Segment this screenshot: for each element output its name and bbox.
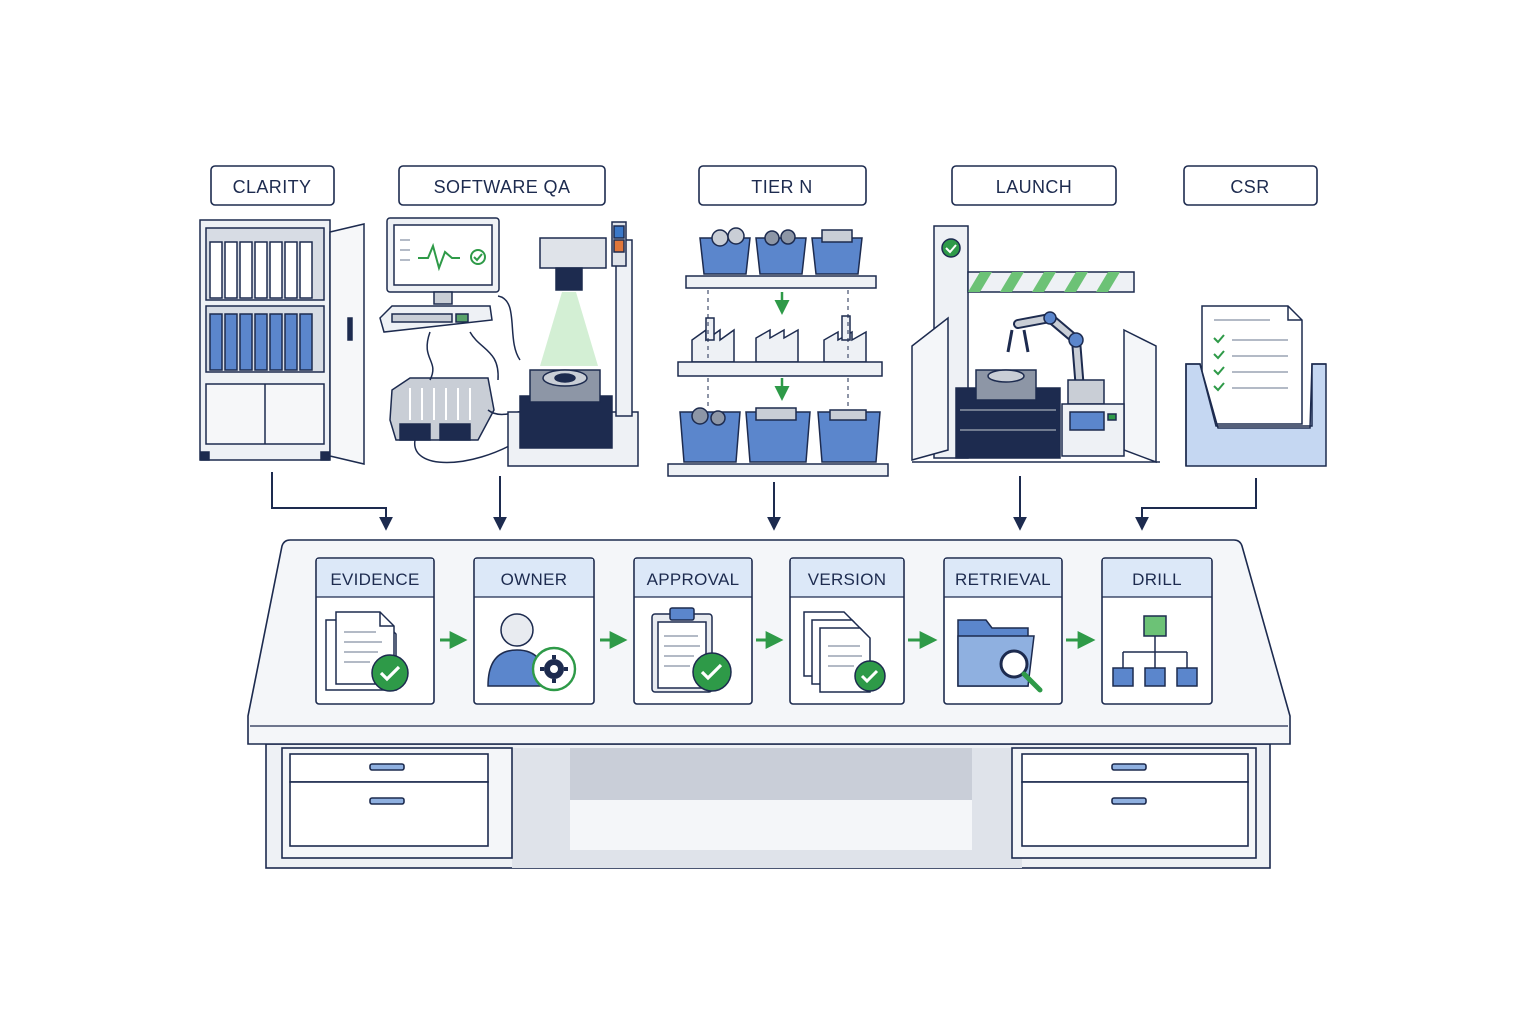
source-launch-label: LAUNCH (996, 177, 1072, 197)
stage-approval: APPROVAL (633, 557, 753, 705)
stage-owner: OWNER (473, 557, 595, 705)
source-csr: CSR (1183, 165, 1318, 206)
connector-csr (1135, 478, 1257, 531)
stage-retrieval: RETRIEVAL (943, 557, 1063, 705)
source-csr-label: CSR (1230, 177, 1269, 197)
stage-drill: DRILL (1101, 557, 1213, 705)
source-software-qa: SOFTWARE QA (398, 165, 606, 206)
stage-approval-label: APPROVAL (647, 570, 740, 589)
source-tier-n: TIER N (698, 165, 867, 206)
hierarchy-icon (1112, 615, 1198, 687)
source-clarity: CLARITY (210, 165, 335, 206)
source-launch: LAUNCH (951, 165, 1117, 206)
stage-version-label: VERSION (808, 570, 887, 589)
source-clarity-label: CLARITY (233, 177, 312, 197)
document-check-icon (325, 611, 409, 692)
source-connectors (271, 472, 1257, 531)
stage-evidence-label: EVIDENCE (330, 570, 419, 589)
document-tray-icon (1185, 305, 1327, 467)
stage-owner-label: OWNER (501, 570, 568, 589)
user-gear-icon (487, 613, 577, 692)
clipboard-check-icon (651, 607, 732, 693)
source-tier-n-label: TIER N (751, 177, 812, 197)
connector-clarity (271, 472, 393, 531)
supplier-shelves-icon (667, 227, 889, 477)
folder-search-icon (957, 619, 1043, 693)
stacked-documents-check-icon (803, 611, 886, 693)
robot-cell-icon (911, 225, 1160, 464)
stage-retrieval-label: RETRIEVAL (955, 570, 1051, 589)
stage-evidence: EVIDENCE (315, 557, 435, 705)
stage-version: VERSION (789, 557, 905, 705)
test-bench-icon (379, 217, 639, 467)
stage-drill-label: DRILL (1132, 570, 1182, 589)
filing-cabinet-icon (199, 219, 365, 465)
source-software-qa-label: SOFTWARE QA (434, 177, 571, 197)
